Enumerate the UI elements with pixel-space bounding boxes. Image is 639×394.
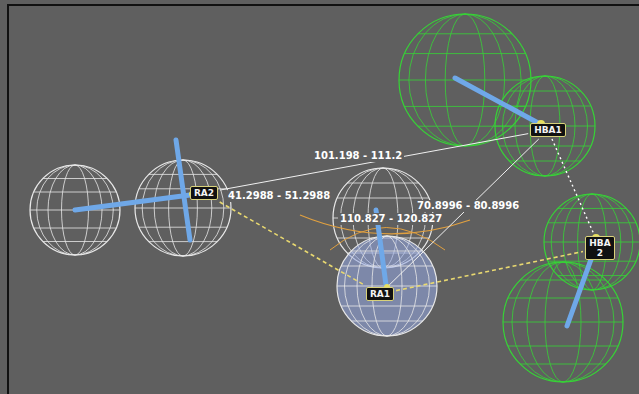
sphere-parallel: [351, 321, 422, 322]
frame: [8, 5, 639, 394]
sphere-outline: [544, 194, 639, 290]
sphere-outline: [495, 76, 595, 176]
constraint-range: 110.827 - 120.827: [338, 213, 444, 225]
sphere-parallel: [499, 106, 591, 107]
sphere-parallel: [337, 198, 429, 199]
constraint-range: 70.8996 - 80.8996: [415, 200, 521, 212]
sphere-parallel: [43, 178, 107, 179]
sphere-parallel: [508, 346, 618, 347]
sphere-parallel: [347, 183, 418, 184]
vector-line: [176, 140, 190, 240]
vector-line: [75, 195, 190, 210]
sphere-parallel: [418, 33, 512, 34]
sphere-parallel: [34, 228, 116, 229]
sphere-parallel: [399, 80, 531, 81]
sphere-parallel: [558, 275, 627, 276]
sphere-parallel: [520, 280, 606, 281]
feature-label: HBA 2: [585, 236, 615, 260]
angle-arc: [330, 228, 445, 251]
feature-name: RA2: [194, 188, 214, 198]
sphere-parallel: [405, 53, 526, 54]
wireframe-sphere: [495, 76, 595, 176]
feature-name: RA1: [370, 289, 390, 299]
feature-name: HBA1: [534, 125, 562, 135]
constraint-range: 101.198 - 111.2: [312, 150, 404, 162]
sphere-parallel: [509, 161, 580, 162]
sphere-parallel: [43, 241, 107, 242]
feature-label: RA2: [190, 186, 218, 200]
sphere-parallel: [509, 91, 580, 92]
sphere-parallel: [341, 306, 433, 307]
feature-label: HBA1: [530, 123, 566, 137]
distance-line: [552, 139, 594, 234]
sphere-parallel: [548, 222, 636, 223]
vector-lines: [75, 78, 598, 326]
sphere-parallel: [149, 241, 218, 242]
sphere-parallel: [503, 322, 623, 323]
sphere-parallel: [520, 364, 606, 365]
feature-label: RA1: [366, 287, 394, 301]
feature-spheres: [30, 14, 639, 382]
feature-points: [189, 120, 600, 290]
sphere-parallel: [508, 298, 618, 299]
sphere-parallel: [341, 266, 433, 267]
distance-line: [220, 134, 528, 190]
constraint-range: 41.2988 - 51.2988: [226, 190, 332, 202]
distance-line: [396, 252, 583, 291]
sphere-parallel: [558, 208, 627, 209]
wireframe-sphere: [503, 262, 623, 382]
sphere-parallel: [499, 146, 591, 147]
sphere-outline: [503, 262, 623, 382]
sphere-parallel: [34, 192, 116, 193]
vector-line: [455, 78, 540, 124]
sphere-parallel: [139, 227, 227, 228]
feature-name: HBA 2: [589, 238, 611, 258]
sphere-parallel: [351, 251, 422, 252]
sphere-outline: [337, 236, 437, 336]
wireframe-sphere: [337, 236, 437, 336]
distance-line: [389, 139, 539, 285]
wireframe-sphere: [544, 194, 639, 290]
